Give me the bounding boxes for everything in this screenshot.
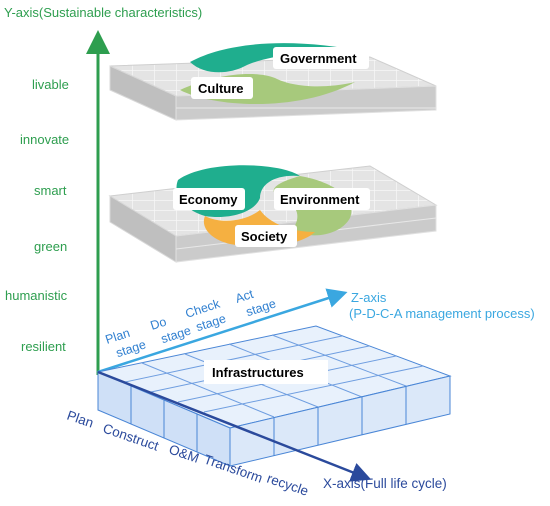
top-ring: Government Culture <box>180 43 369 105</box>
top-layer: Government Culture <box>109 43 437 121</box>
economy-box <box>173 188 245 210</box>
svg-text:Act: Act <box>234 287 256 306</box>
middle-ring: Economy Environment Society <box>173 165 370 247</box>
culture-label: Culture <box>198 81 244 96</box>
culture-box <box>191 77 253 99</box>
society-label: Society <box>241 229 288 244</box>
svg-text:Do: Do <box>149 315 169 333</box>
environment-label: Environment <box>280 192 360 207</box>
infrastructures-label: Infrastructures <box>212 365 304 380</box>
z-axis-line <box>97 288 348 374</box>
x-axis-title: X-axis(Full life cycle) <box>323 476 447 491</box>
bottom-layer: Infrastructures <box>96 325 452 467</box>
society-box <box>235 225 297 247</box>
government-label: Government <box>280 51 357 66</box>
y-axis-title: Y-axis(Sustainable characteristics) <box>4 5 202 20</box>
y-level-innovate: innovate <box>20 132 69 147</box>
y-level-livable: livable <box>32 77 69 92</box>
y-level-smart: smart <box>34 183 67 198</box>
economy-label: Economy <box>179 192 238 207</box>
pdca-stage-plan: Plan stage <box>104 326 148 360</box>
z-axis-title: Z-axis <box>351 290 387 305</box>
middle-layer: Economy Environment Society <box>108 165 438 263</box>
x-axis-line <box>97 370 372 482</box>
y-level-green: green <box>34 239 67 254</box>
environment-box <box>274 188 370 210</box>
pdca-stage-act: Act stage <box>234 287 278 319</box>
infrastructures-box <box>204 360 328 384</box>
government-box <box>273 47 369 69</box>
x-stage-recycle: recycle <box>265 471 310 499</box>
y-level-humanistic: humanistic <box>5 288 68 303</box>
y-level-resilient: resilient <box>21 339 66 354</box>
x-stage-plan: Plan <box>65 408 95 431</box>
z-axis-subtitle: (P-D-C-A management process) <box>349 306 535 321</box>
